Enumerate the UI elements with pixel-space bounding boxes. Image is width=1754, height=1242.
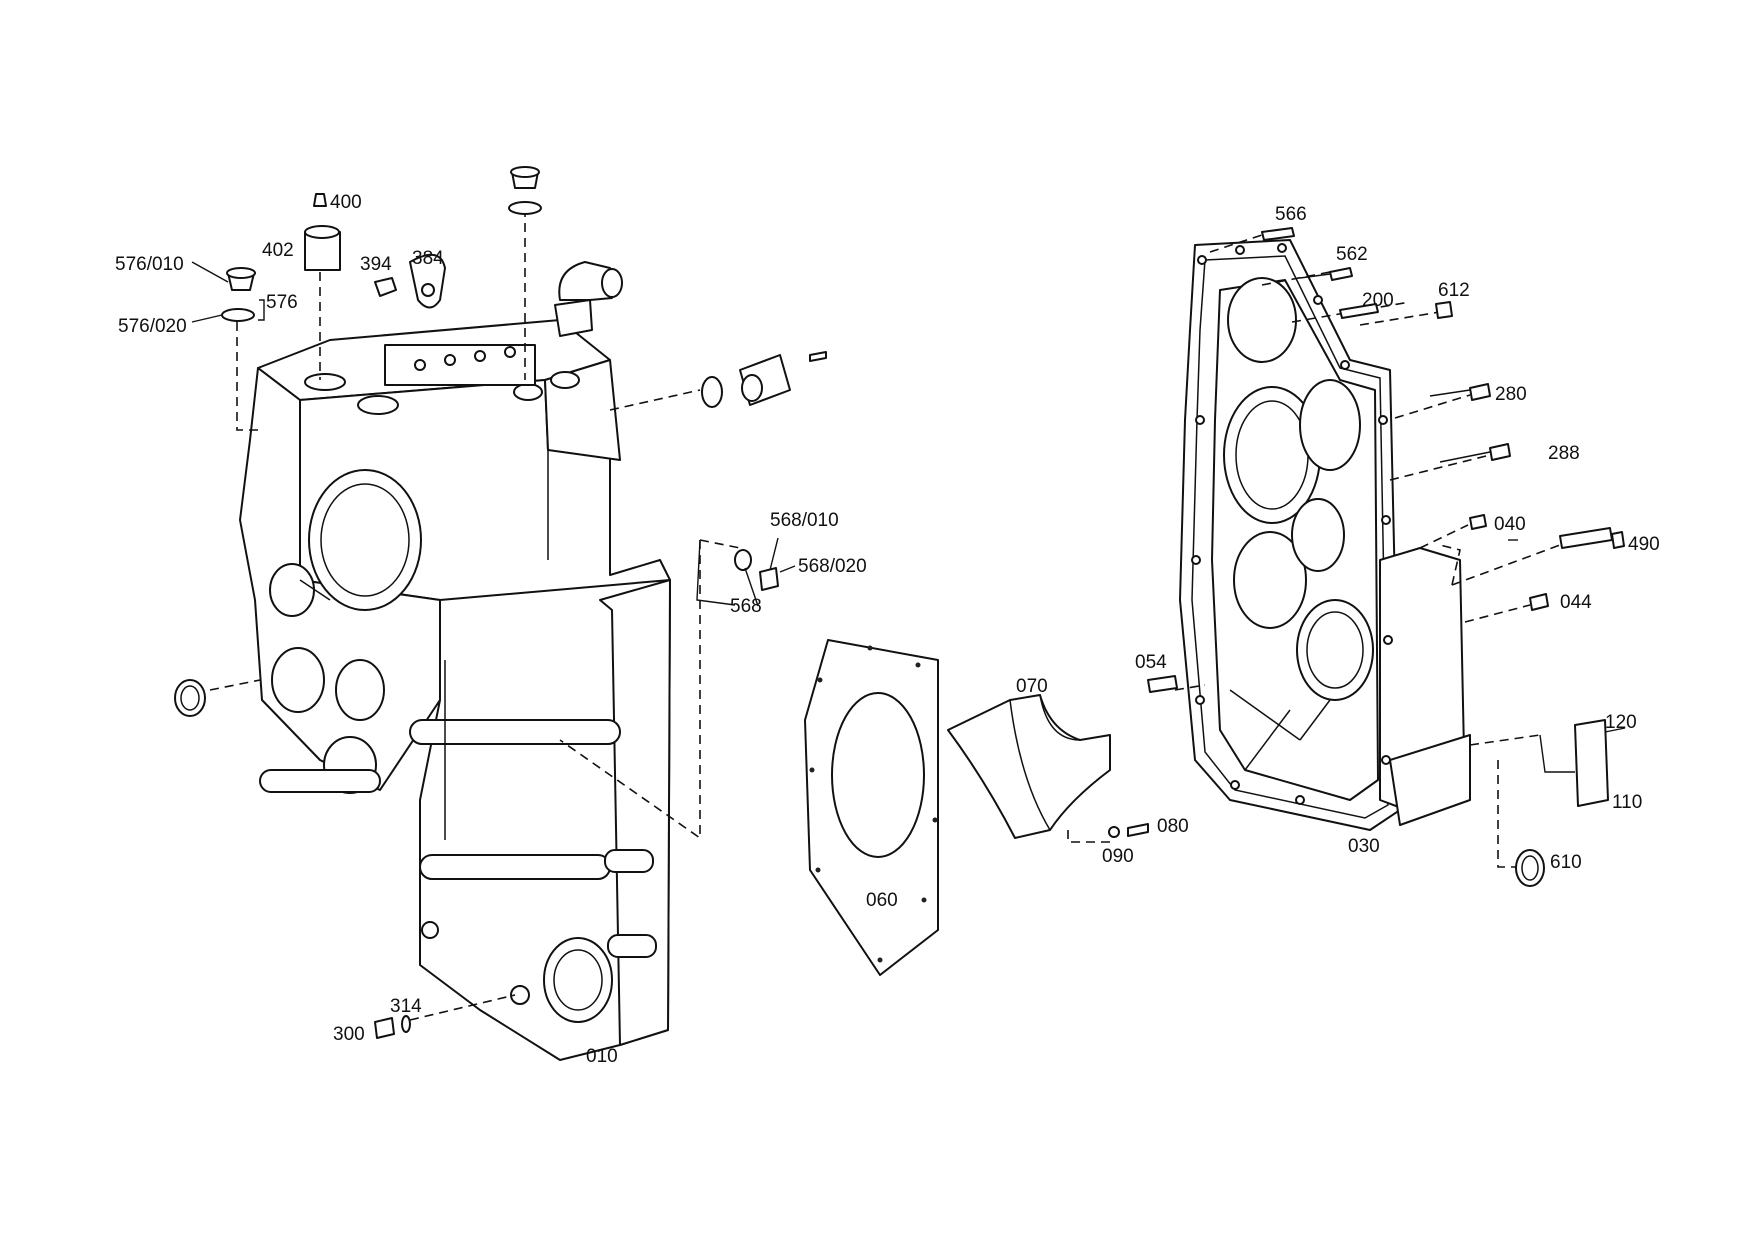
label-566: 566 [1275,204,1307,225]
label-280: 280 [1495,384,1527,405]
label-080: 080 [1157,816,1189,837]
cover-030 [1179,239,1471,831]
leader-lines-left [209,208,741,1021]
label-300: 300 [333,1024,365,1045]
label-070: 070 [1016,676,1048,697]
label-leaders [191,261,1518,607]
label-120: 120 [1605,712,1637,733]
parts-right [1147,227,1626,887]
label-288: 288 [1548,443,1580,464]
label-394: 394 [360,254,392,275]
label-562: 562 [1336,244,1368,265]
label-030: 030 [1348,836,1380,857]
label-054: 054 [1135,652,1167,673]
shield-070 [947,694,1149,843]
label-576: 576 [266,292,298,313]
leader-lines-right [1174,234,1575,868]
label-568-020: 568/020 [798,556,867,577]
label-568-010: 568/010 [770,510,839,531]
label-612: 612 [1438,280,1470,301]
label-400: 400 [330,192,362,213]
label-576-010: 576/010 [115,254,184,275]
label-314: 314 [390,996,422,1017]
label-090: 090 [1102,846,1134,867]
label-384: 384 [412,248,444,269]
label-044: 044 [1560,592,1592,613]
label-402: 402 [262,240,294,261]
label-576-020: 576/020 [118,316,187,337]
label-568: 568 [730,596,762,617]
label-110: 110 [1612,792,1642,813]
housing-010 [239,319,671,1061]
part-labels: 400 402 576/010 576 576/020 394 384 568/… [115,192,1660,1067]
label-200: 200 [1362,290,1394,311]
label-060: 060 [866,890,898,911]
label-490: 490 [1628,534,1660,555]
label-610: 610 [1550,852,1582,873]
parts-left [174,166,827,1039]
label-010: 010 [586,1046,618,1067]
label-040: 040 [1494,514,1526,535]
gasket-060 [804,639,939,976]
